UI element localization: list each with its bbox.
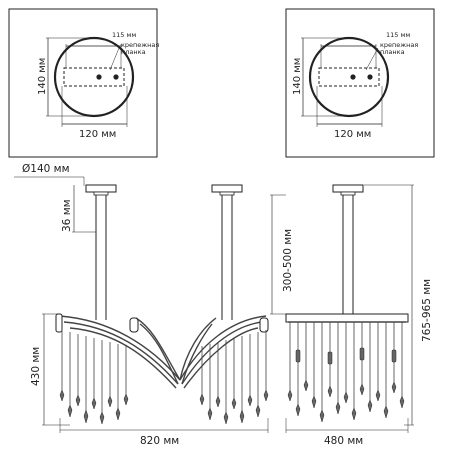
crystal-pendants-side (287, 347, 405, 423)
leader-line-left (109, 47, 120, 71)
canopy-front-left (85, 184, 117, 193)
screw-hole-right-1 (350, 74, 356, 80)
screw-hole-right-2 (367, 74, 373, 80)
dim-front-width: 820 мм (140, 435, 179, 447)
frame-ring-side (285, 313, 409, 323)
dim-115-left: 115 мм (112, 31, 136, 39)
end-cap-front-right (259, 317, 269, 333)
side-view: 300-500 мм 765-965 мм 480 мм (270, 184, 433, 447)
screw-hole-left-2 (113, 74, 119, 80)
screw-hole-left-1 (96, 74, 102, 80)
dim-side-width: 480 мм (324, 435, 363, 447)
crystals-side (289, 322, 403, 410)
detail-frame-right (285, 8, 435, 158)
mount-detail-left: 115 мм крепежная планка 140 мм 120 мм (8, 8, 159, 158)
plate-label-right-1: крепежная (380, 41, 418, 49)
plate-label-left-2: планка (121, 48, 146, 56)
plate-label-right-2: планка (380, 48, 405, 56)
crystals-front (61, 330, 267, 412)
dim-body-height: 430 мм (30, 347, 42, 386)
canopy-plate-front-left (93, 191, 109, 196)
plate-label-left-1: крепежная (121, 41, 159, 49)
end-cap-front-center-left (129, 317, 139, 333)
front-view: Ø140 мм 36 мм (14, 163, 269, 447)
dim-rod-length: 300-500 мм (282, 229, 294, 292)
canopy-front-right (211, 184, 243, 193)
dim-115-right: 115 мм (386, 31, 410, 39)
end-cap-front-left (55, 313, 63, 333)
dim-120-left: 120 мм (79, 129, 116, 140)
canopy-side (332, 184, 364, 193)
canopy-plate-front-right (219, 191, 235, 196)
chain-swags-front (59, 315, 267, 389)
dim-140-right: 140 мм (292, 58, 303, 95)
mount-detail-right: 115 мм крепежная планка 140 мм 120 мм (285, 8, 435, 158)
dim-140-left: 140 мм (37, 58, 48, 95)
mount-plate-left (63, 67, 125, 87)
leader-line-right (365, 47, 379, 71)
dim-canopy-height: 36 мм (61, 199, 73, 232)
crystal-pendants-front (59, 389, 269, 425)
mount-plate-right (318, 67, 380, 87)
dim-120-right: 120 мм (334, 129, 371, 140)
dim-total-height: 765-965 мм (421, 279, 433, 342)
detail-frame-left (8, 8, 158, 158)
canopy-plate-side (340, 191, 356, 196)
dim-canopy-diameter: Ø140 мм (22, 163, 70, 175)
